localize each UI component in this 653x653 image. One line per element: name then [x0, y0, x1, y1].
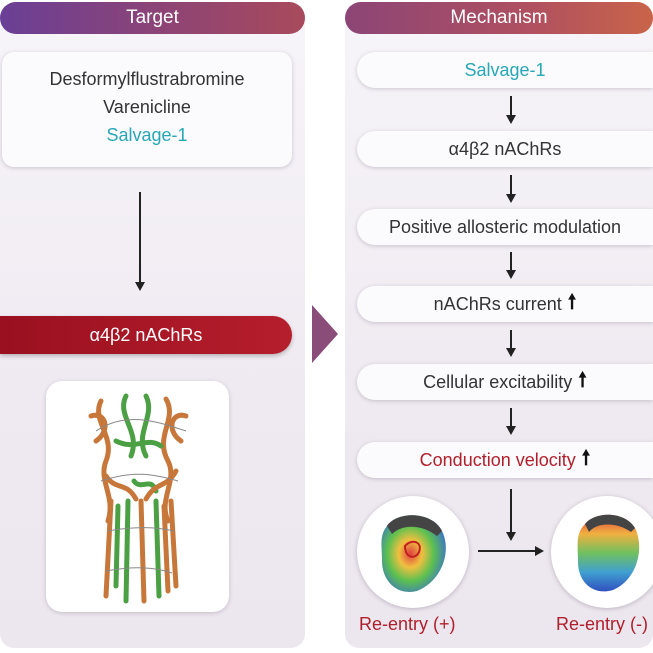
drug-salvage-1: Salvage-1 [106, 125, 188, 145]
mechanism-arrow-line [510, 330, 512, 349]
target-arrow-head [135, 282, 145, 291]
chevron-right-icon [312, 305, 338, 363]
mechanism-arrow-head [506, 426, 516, 435]
mechanism-arrow-line [510, 252, 512, 271]
drug-list-box: Desformylflustrabromine Varenicline Salv… [2, 52, 292, 167]
drug-desformylflustrabromine: Desformylflustrabromine [49, 69, 245, 89]
heart-map-no-reentry-icon [577, 514, 640, 592]
protein-structure-icon [88, 393, 189, 604]
mechanism-step-label: α4β2 nAChRs [448, 138, 562, 159]
up-arrow-icon: 🠕 [581, 447, 591, 469]
mechanism-arrow-line [510, 96, 512, 116]
heart-map-reentry-icon [381, 515, 446, 592]
mechanism-step-receptor: α4β2 nAChRs [357, 131, 653, 167]
reentry-minus-label: Re-entry (-) [556, 614, 649, 634]
transition-arrow-head [535, 546, 544, 556]
mechanism-header-label: Mechanism [450, 7, 548, 28]
mechanism-header: Mechanism [345, 2, 653, 34]
mechanism-step-label: Cellular excitability [423, 371, 573, 392]
receptor-bar: α4β2 nAChRs [0, 316, 292, 354]
transition-arrow-line [478, 550, 536, 552]
heart-map-no-reentry [551, 496, 653, 608]
target-header-label: Target [126, 7, 179, 28]
mechanism-arrow-head [506, 115, 516, 124]
mechanism-step-label: nAChRs current [433, 293, 562, 314]
mechanism-step-label: Positive allosteric modulation [388, 216, 622, 237]
target-header: Target [0, 2, 305, 34]
mechanism-arrow-head [506, 270, 516, 279]
mechanism-arrow-head [506, 348, 516, 357]
mechanism-arrow-line [510, 408, 512, 427]
mechanism-step-conduction: Conduction velocity 🠕 [357, 442, 653, 478]
mechanism-step-label: Salvage-1 [464, 59, 546, 80]
mechanism-step-excitability: Cellular excitability 🠕 [357, 364, 653, 400]
receptor-label: α4β2 nAChRs [89, 324, 203, 345]
mechanism-step-salvage-1: Salvage-1 [357, 52, 653, 88]
up-arrow-icon: 🠕 [567, 291, 577, 313]
mechanism-arrow-head [506, 532, 516, 541]
mechanism-arrow-head [506, 194, 516, 203]
target-arrow-line [139, 192, 141, 283]
reentry-plus-label: Re-entry (+) [359, 614, 456, 634]
mechanism-step-allosteric: Positive allosteric modulation [357, 209, 653, 245]
heart-map-reentry [357, 496, 469, 608]
mechanism-step-label: Conduction velocity [419, 449, 576, 470]
up-arrow-icon: 🠕 [578, 369, 587, 391]
protein-structure-image [46, 381, 229, 612]
mechanism-arrow-line [510, 489, 512, 533]
drug-varenicline: Varenicline [103, 97, 191, 117]
mechanism-step-current: nAChRs current 🠕 [357, 286, 653, 322]
mechanism-arrow-line [510, 175, 512, 195]
